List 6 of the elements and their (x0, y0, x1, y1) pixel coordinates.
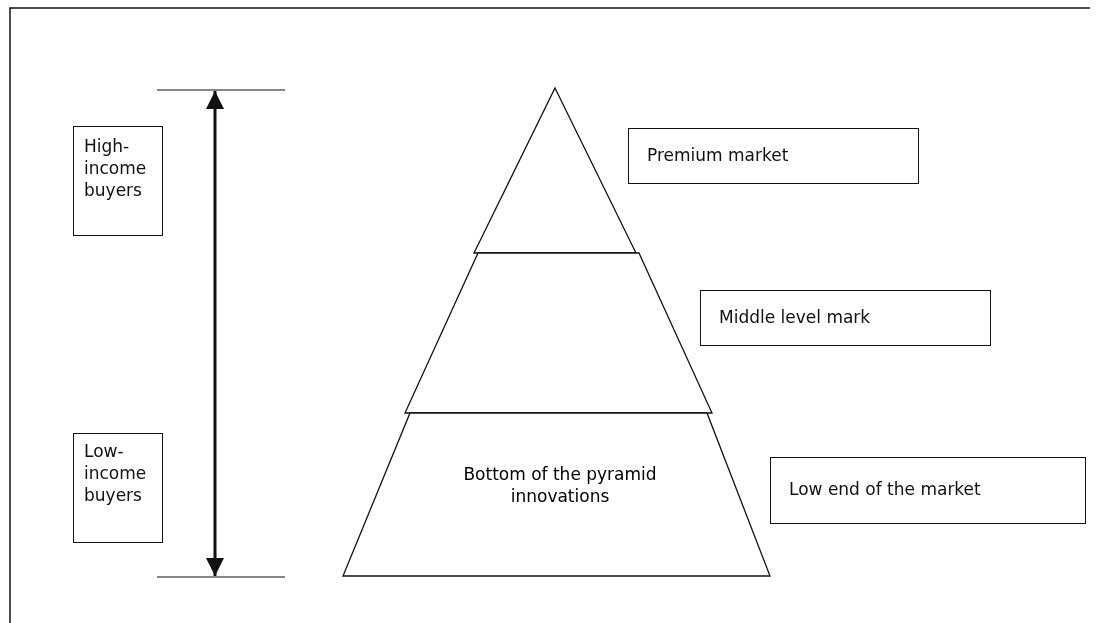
label-box: High-income buyers (73, 126, 163, 236)
label-box: Premium market (628, 128, 919, 184)
label-box: Low-income buyers (73, 433, 163, 543)
tier-label: Bottom of the pyramid innovations (462, 463, 658, 508)
label-box: Middle level mark (700, 290, 991, 346)
label-box: Low end of the market (770, 457, 1086, 524)
